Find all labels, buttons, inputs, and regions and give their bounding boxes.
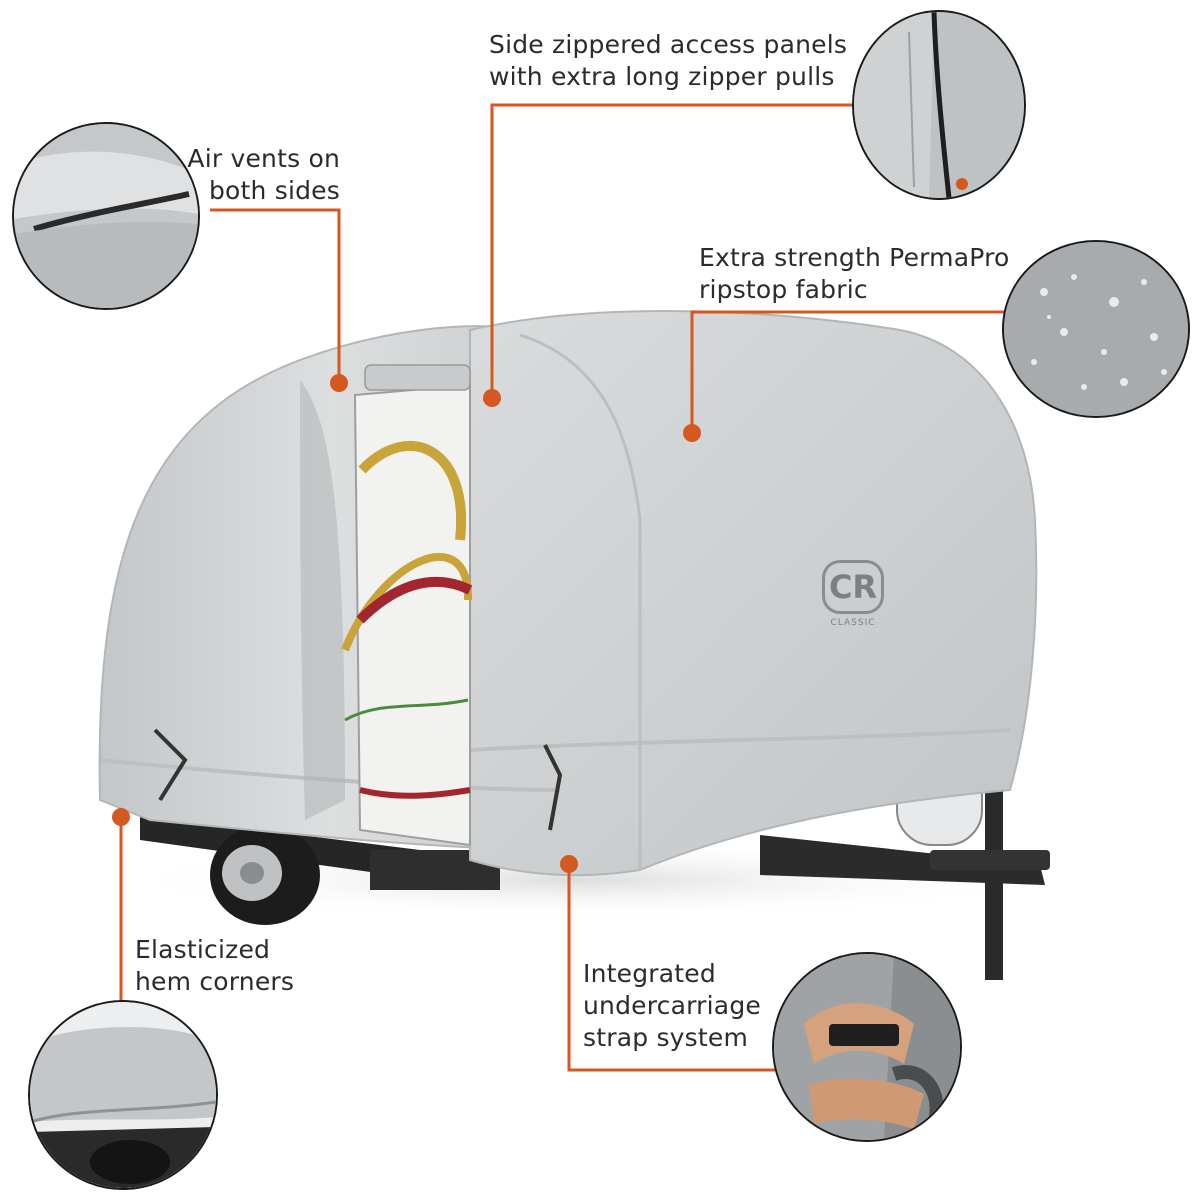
callout-air-vents: Air vents on both sides [150, 143, 340, 207]
trailer-frame [140, 750, 1050, 980]
zipper-detail-image [854, 12, 1024, 198]
callout-fabric: Extra strength PermaPro ripstop fabric [699, 242, 1019, 306]
callout-fabric-line-2: ripstop fabric [699, 275, 868, 304]
logo-mark: CR [822, 560, 884, 614]
strap-detail-image [774, 954, 960, 1140]
callout-zipper-panels-line-1: Side zippered access panels [489, 30, 848, 59]
hem-corner-detail-image [30, 1002, 216, 1188]
inset-air-vents [12, 122, 200, 310]
air-vent-detail-image [14, 124, 198, 308]
callout-zipper-panels-line-2: with extra long zipper pulls [489, 62, 835, 91]
callout-hem-corners-line-2: hem corners [135, 967, 295, 996]
callout-air-vents-line-1: Air vents on [187, 144, 340, 173]
brand-logo: CR CLASSIC [818, 560, 888, 650]
callout-strap-system-line-2: undercarriage [583, 991, 761, 1020]
callout-zipper-panels: Side zippered access panels with extra l… [489, 29, 849, 93]
inset-fabric [1002, 240, 1190, 418]
callout-air-vents-line-2: both sides [208, 176, 340, 205]
callout-strap-system-line-3: strap system [583, 1023, 749, 1052]
open-door-panel [341, 364, 473, 847]
wheel [210, 825, 320, 925]
callout-fabric-line-1: Extra strength PermaPro [699, 243, 1010, 272]
fabric-detail-image [1004, 242, 1188, 416]
inset-zipper-panels [852, 10, 1026, 200]
callout-leader-lines [119, 103, 1005, 1072]
callout-strap-system-line-1: Integrated [583, 959, 716, 988]
logo-text: CLASSIC [830, 618, 876, 628]
inset-hem-corners [28, 1000, 218, 1190]
callout-strap-system: Integrated undercarriage strap system [583, 958, 783, 1054]
callout-hem-corners: Elasticized hem corners [135, 934, 355, 998]
callout-hem-corners-line-1: Elasticized [135, 935, 271, 964]
inset-strap-system [772, 952, 962, 1142]
